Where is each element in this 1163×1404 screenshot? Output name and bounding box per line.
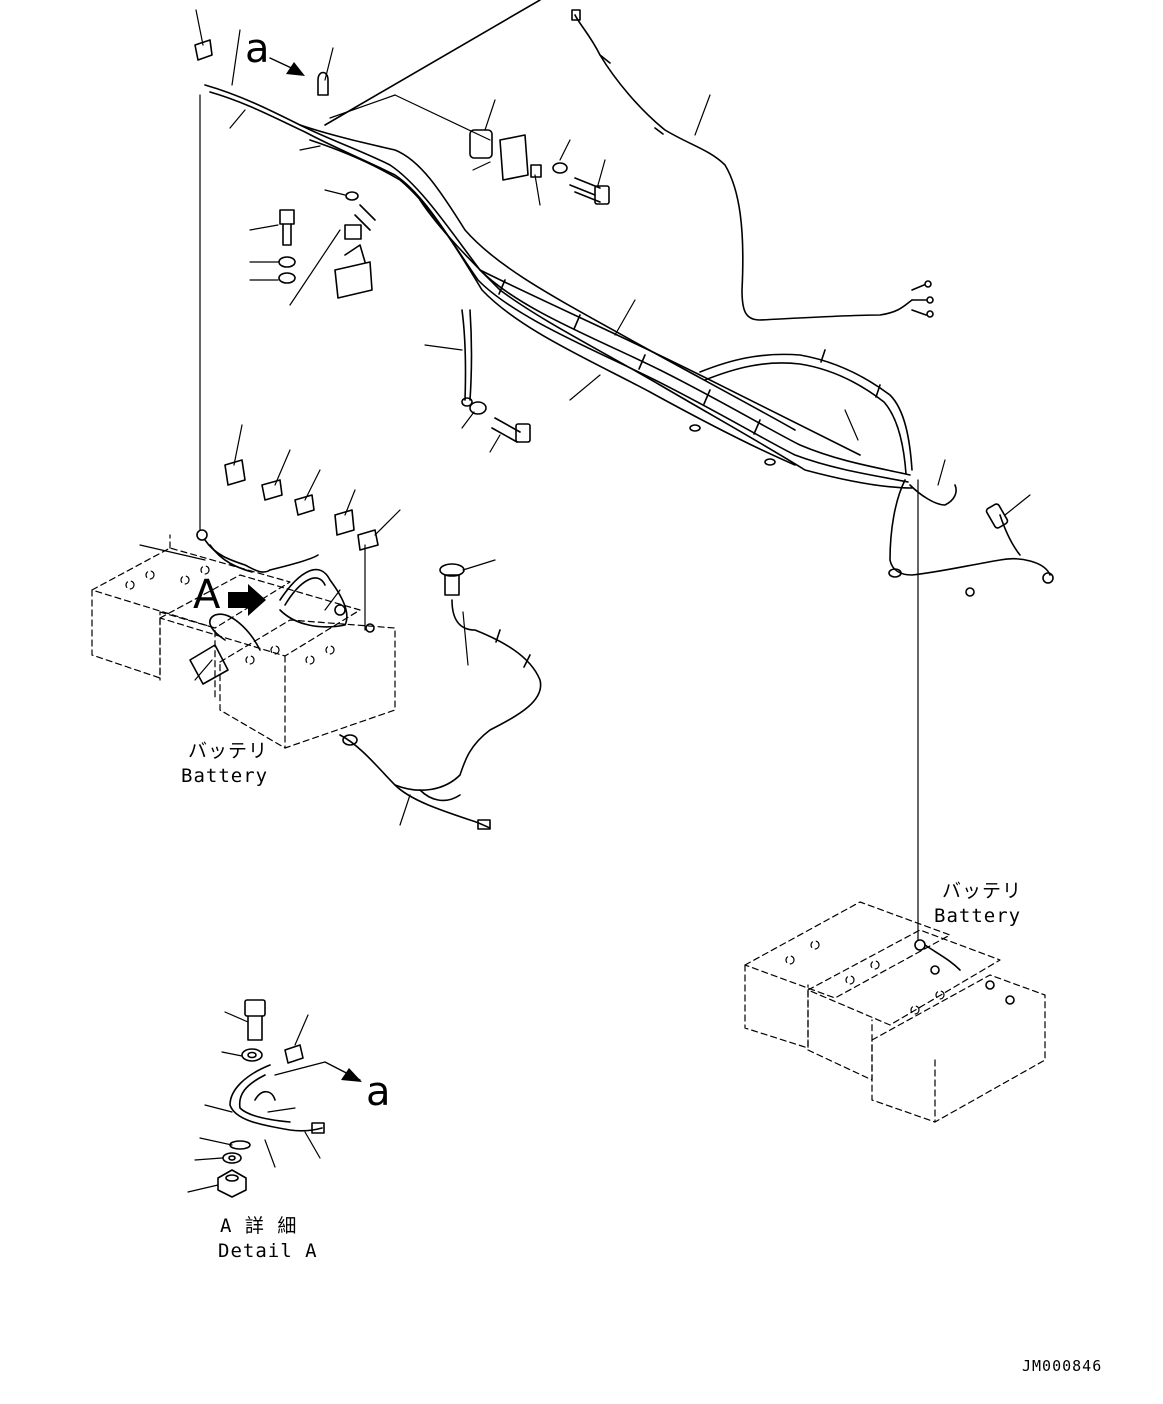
main-harness-bundle [204,84,1054,597]
drawing-code: JM000846 [1022,1357,1102,1375]
battery-left-label-en: Battery [181,765,268,787]
battery-sensor-lead [339,563,542,830]
detail-a-title-jp: A 詳 細 [220,1215,297,1237]
detail-a-leaders [187,1011,321,1193]
battery-group-left [91,534,396,749]
battery-group-right [744,901,1046,1123]
upper-sensor-lead [324,0,934,321]
view-a-label-detail: a [366,1069,391,1115]
battery-left-label-jp: バッテリ [188,740,268,762]
hardware-parts [194,39,610,551]
detail-ref-label: A [193,572,221,618]
view-a-label-upper: a [245,26,270,72]
detail-a-direction-arrow [228,584,266,616]
view-a-arrowhead-detail [341,1068,362,1082]
battery-right-label-jp: バッテリ [942,880,1022,902]
view-a-arrowhead-upper [286,62,305,76]
leader-lines [139,9,1031,941]
detail-a-drawing [217,999,325,1198]
battery-terminals-right [914,939,1015,1005]
detail-a-title-en: Detail A [218,1240,318,1262]
battery-jumper-cables [189,529,375,685]
battery-right-label-en: Battery [934,905,1021,927]
